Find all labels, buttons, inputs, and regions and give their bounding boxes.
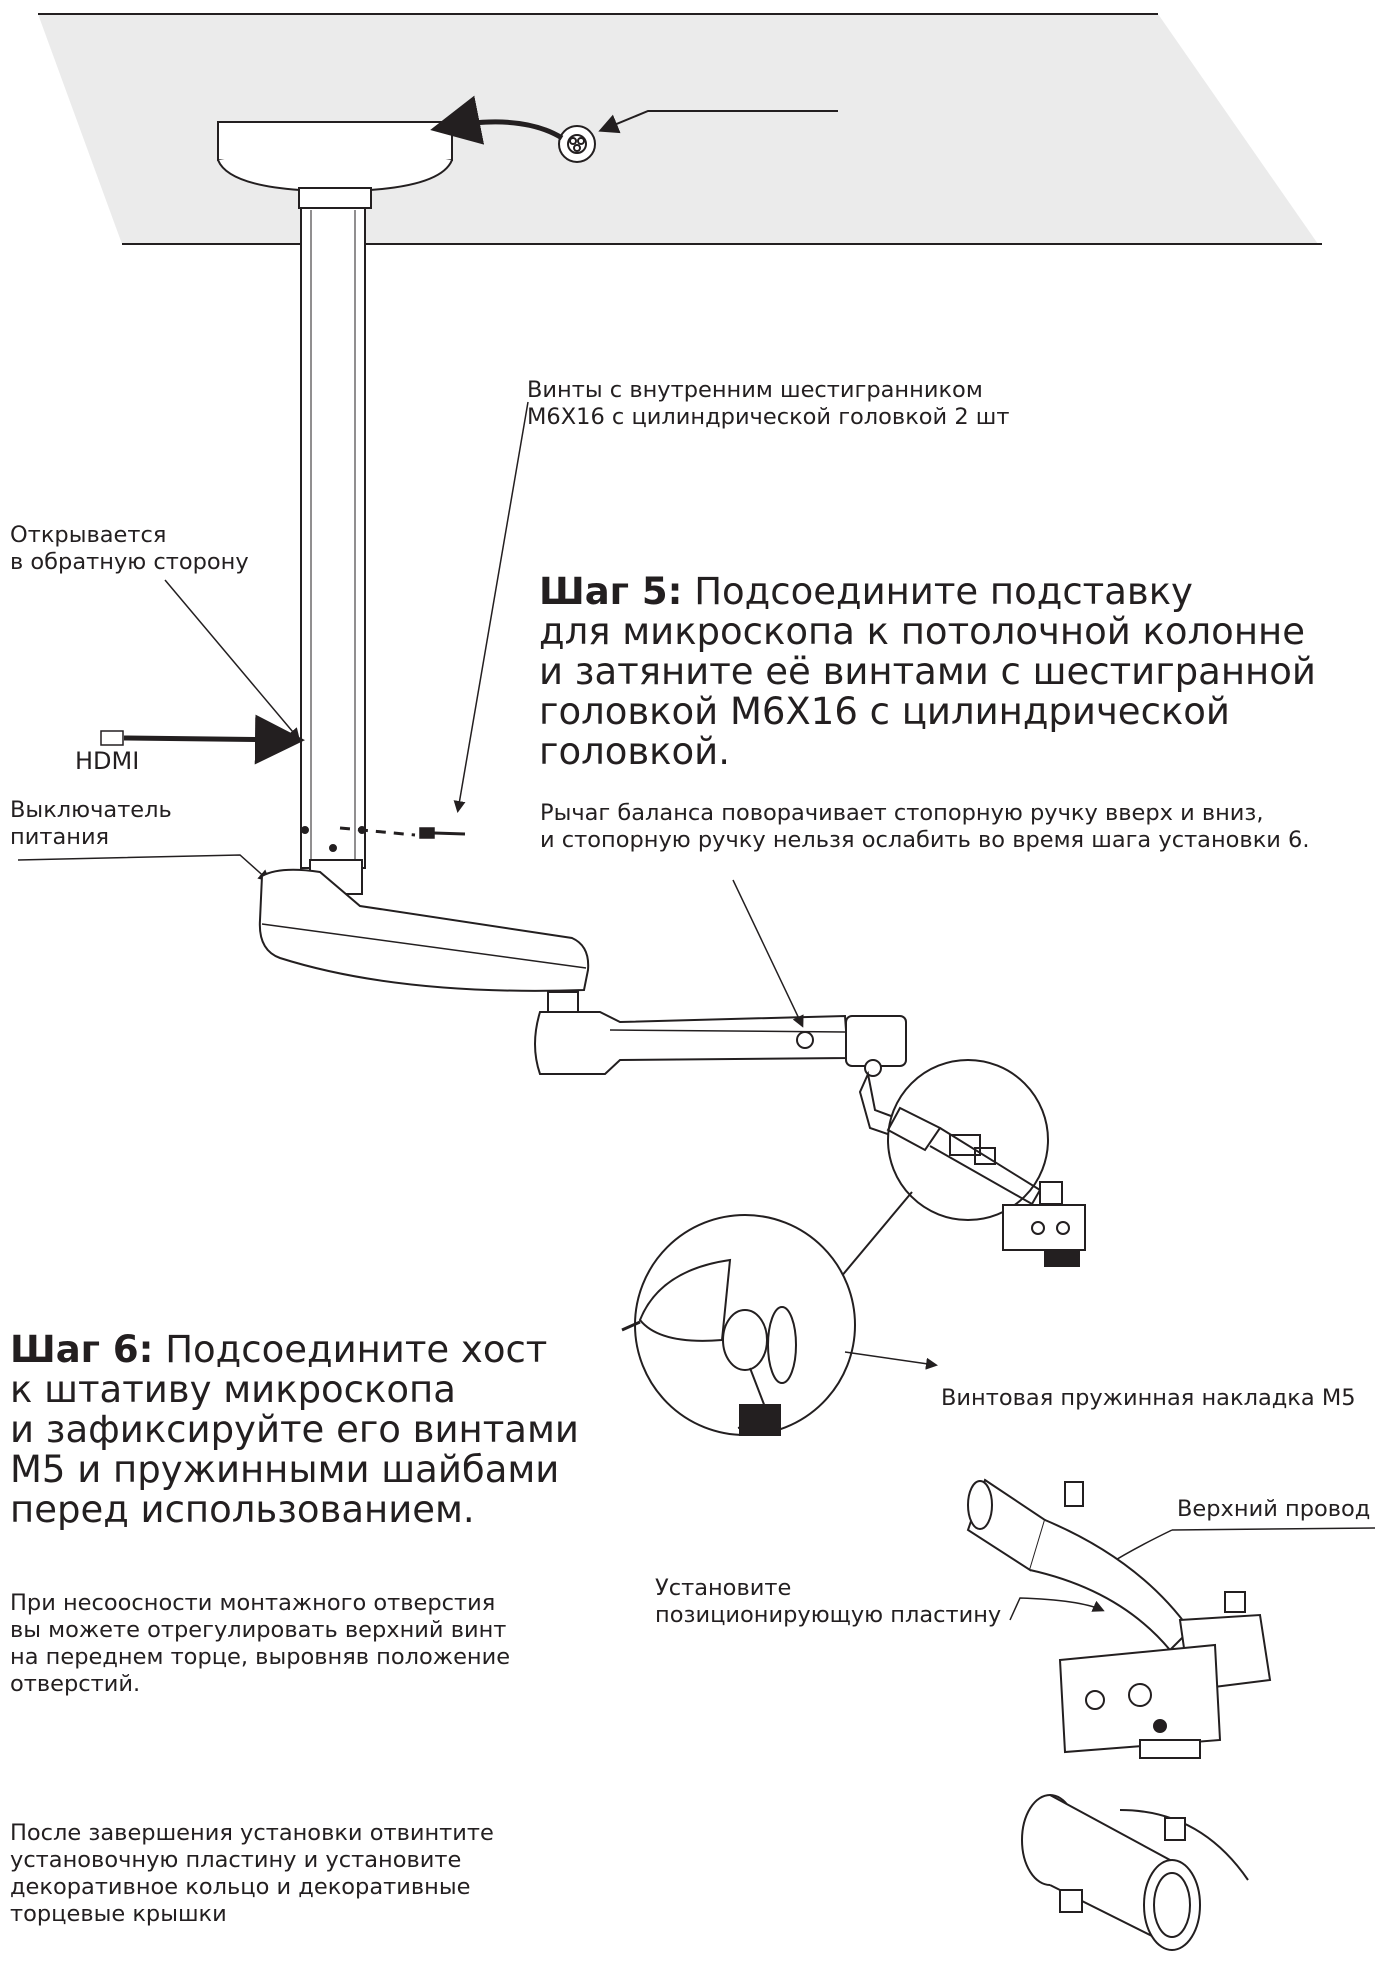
column-leaders: [17, 579, 305, 882]
ceiling-column: [217, 121, 453, 869]
step6-label: Шаг 6:: [10, 1328, 154, 1371]
upper-wire-label: Верхний провод: [1177, 1496, 1371, 1522]
misalign-note: При несоосности монтажного отверстия вы …: [10, 1590, 511, 1697]
step6-heading: Шаг 6: Подсоедините хост к штативу микро…: [10, 1330, 579, 1530]
step5-heading: Шаг 5: Подсоедините подставку для микрос…: [539, 572, 1386, 772]
lever-note: Рычаг баланса поворачивает стопорную руч…: [540, 800, 1310, 853]
step5-label: Шаг 5:: [539, 570, 683, 613]
microscope-stand-arm: [258, 859, 917, 1142]
power-switch-label: Выключатель питания: [10, 797, 172, 850]
step6-text: Подсоедините хост к штативу микроскопа и…: [10, 1328, 579, 1531]
after-install-note: После завершения установки отвинтите уст…: [10, 1820, 494, 1927]
decorative-ring-assembly: [1021, 1794, 1249, 1951]
cable-outlet: [430, 95, 838, 163]
positioning-plate-assembly: [966, 1478, 1376, 1759]
screws-note: Винты с внутренним шестигранником M6X16 …: [527, 377, 1010, 430]
opens-reverse-label: Открывается в обратную сторону: [10, 522, 249, 575]
microscope-head: [1002, 1181, 1086, 1267]
step5-text: Подсоедините подставку для микроскопа к …: [539, 570, 1316, 773]
hdmi-label: HDMI: [75, 747, 140, 775]
install-plate-label: Установите позиционирующую пластину: [655, 1575, 1002, 1628]
joint-detail-circle: [886, 1059, 1049, 1221]
spring-pad-label: Винтовая пружинная накладка M5: [941, 1385, 1356, 1411]
screws-leader: [339, 401, 529, 839]
screw-spring-detail: [621, 1191, 938, 1436]
